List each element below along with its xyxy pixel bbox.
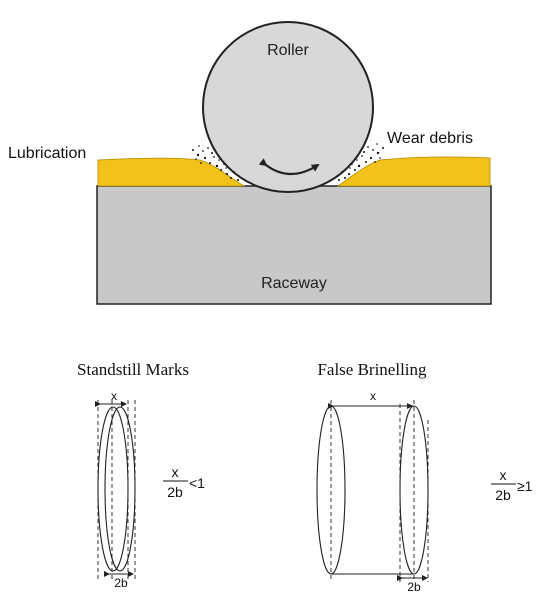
lubrication-label: Lubrication — [8, 145, 86, 162]
roller-raceway-diagram: Roller Lubrication Wear debris Raceway — [8, 21, 492, 305]
false-brinelling-ratio-numerator: x — [500, 467, 507, 483]
raceway-block — [96, 185, 492, 305]
contact-mark-ellipse-1 — [97, 406, 129, 572]
false-brinelling-2b-label: 2b — [407, 580, 421, 594]
false-brinelling-ratio-relation: ≥1 — [517, 478, 533, 494]
contact-mark-ellipse-2 — [104, 406, 136, 572]
raceway-label: Raceway — [261, 275, 327, 292]
standstill-x-label: x — [111, 389, 117, 403]
standstill-ratio-denominator: 2b — [167, 484, 183, 500]
false-brinelling-panel: False Brinelling x 2b x 2b ≥1 — [316, 360, 533, 594]
wear-debris-left — [192, 145, 239, 181]
false-brinelling-title: False Brinelling — [317, 360, 427, 379]
false-brinelling-ratio-denominator: 2b — [495, 487, 511, 503]
lubrication-layer-left — [97, 157, 246, 187]
standstill-marks-title: Standstill Marks — [77, 360, 189, 379]
wear-debris-right — [338, 143, 384, 181]
roller-label: Roller — [267, 42, 309, 59]
standstill-ratio-relation: <1 — [189, 475, 205, 491]
wear-debris-label: Wear debris — [387, 130, 473, 147]
standstill-ratio-numerator: x — [172, 464, 179, 480]
standstill-marks-panel: Standstill Marks x 2b x 2b <1 — [77, 360, 205, 590]
roller-circle — [202, 21, 374, 193]
lubrication-layer-right — [336, 156, 491, 187]
oscillation-arrow — [258, 158, 320, 176]
standstill-2b-label: 2b — [114, 576, 128, 590]
false-brinelling-x-label: x — [370, 389, 376, 403]
